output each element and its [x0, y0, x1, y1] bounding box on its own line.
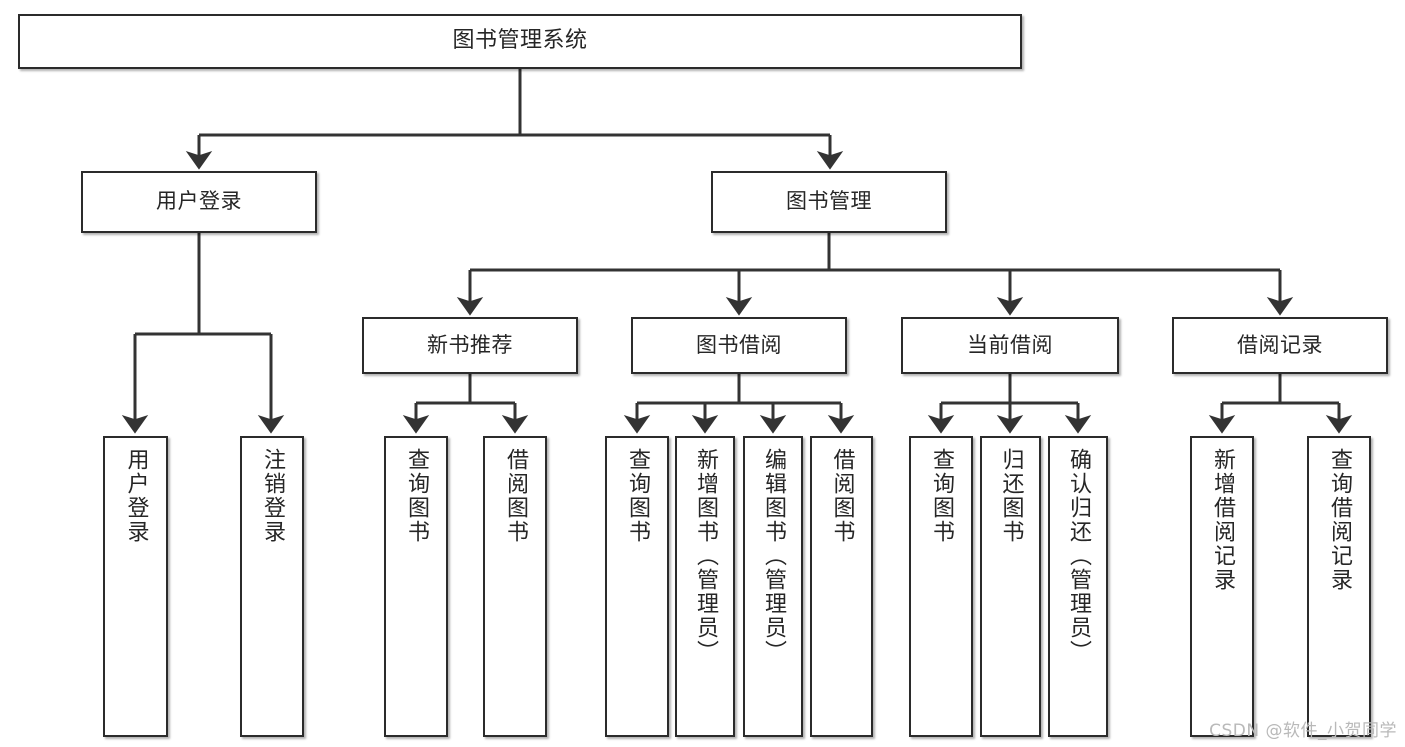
leaf-borrow-book-recommend[interactable]: 借阅图书 — [483, 436, 547, 737]
node-label: 用户登录 — [156, 189, 242, 214]
node-label: 借阅记录 — [1237, 332, 1323, 357]
node-label: 新增图书（管理员） — [693, 448, 718, 664]
node-book-management[interactable]: 图书管理 — [711, 171, 947, 233]
node-label: 查询图书 — [404, 448, 429, 544]
node-label: 图书管理系统 — [452, 28, 588, 54]
node-label: 借阅图书 — [829, 448, 855, 544]
leaf-query-book-recommend[interactable]: 查询图书 — [384, 436, 448, 737]
node-label: 当前借阅 — [967, 332, 1053, 357]
node-borrow-record[interactable]: 借阅记录 — [1172, 317, 1388, 374]
leaf-return-book[interactable]: 归还图书 — [980, 436, 1041, 737]
leaf-query-book-current[interactable]: 查询图书 — [909, 436, 973, 737]
leaf-query-book-borrow[interactable]: 查询图书 — [605, 436, 669, 737]
leaf-query-borrow-record[interactable]: 查询借阅记录 — [1307, 436, 1371, 737]
leaf-edit-book-admin[interactable]: 编辑图书（管理员） — [743, 436, 803, 737]
leaf-user-login[interactable]: 用户登录 — [103, 436, 168, 737]
node-current-borrow[interactable]: 当前借阅 — [901, 317, 1119, 374]
leaf-confirm-return-admin[interactable]: 确认归还（管理员） — [1048, 436, 1108, 737]
node-label: 图书管理 — [786, 189, 872, 214]
node-root-book-management-system[interactable]: 图书管理系统 — [18, 14, 1022, 69]
node-label: 编辑图书（管理员） — [761, 448, 786, 664]
node-book-borrow[interactable]: 图书借阅 — [631, 317, 847, 374]
leaf-logout[interactable]: 注销登录 — [240, 436, 304, 737]
node-label: 注销登录 — [260, 448, 285, 544]
node-label: 归还图书 — [998, 448, 1024, 544]
node-new-book-recommend[interactable]: 新书推荐 — [362, 317, 578, 374]
node-label: 查询图书 — [625, 448, 650, 544]
node-label: 确认归还（管理员） — [1066, 448, 1091, 664]
node-label: 新书推荐 — [427, 332, 513, 357]
leaf-add-borrow-record[interactable]: 新增借阅记录 — [1190, 436, 1254, 737]
node-label: 查询借阅记录 — [1327, 448, 1352, 592]
leaf-add-book-admin[interactable]: 新增图书（管理员） — [675, 436, 735, 737]
node-label: 新增借阅记录 — [1210, 448, 1235, 592]
node-user-login[interactable]: 用户登录 — [81, 171, 317, 233]
node-label: 查询图书 — [929, 448, 954, 544]
leaf-borrow-book[interactable]: 借阅图书 — [810, 436, 873, 737]
node-label: 图书借阅 — [696, 332, 782, 357]
node-label: 用户登录 — [123, 448, 149, 544]
csdn-watermark: CSDN @软件_小贺同学 — [1209, 721, 1397, 741]
node-label: 借阅图书 — [503, 448, 528, 544]
